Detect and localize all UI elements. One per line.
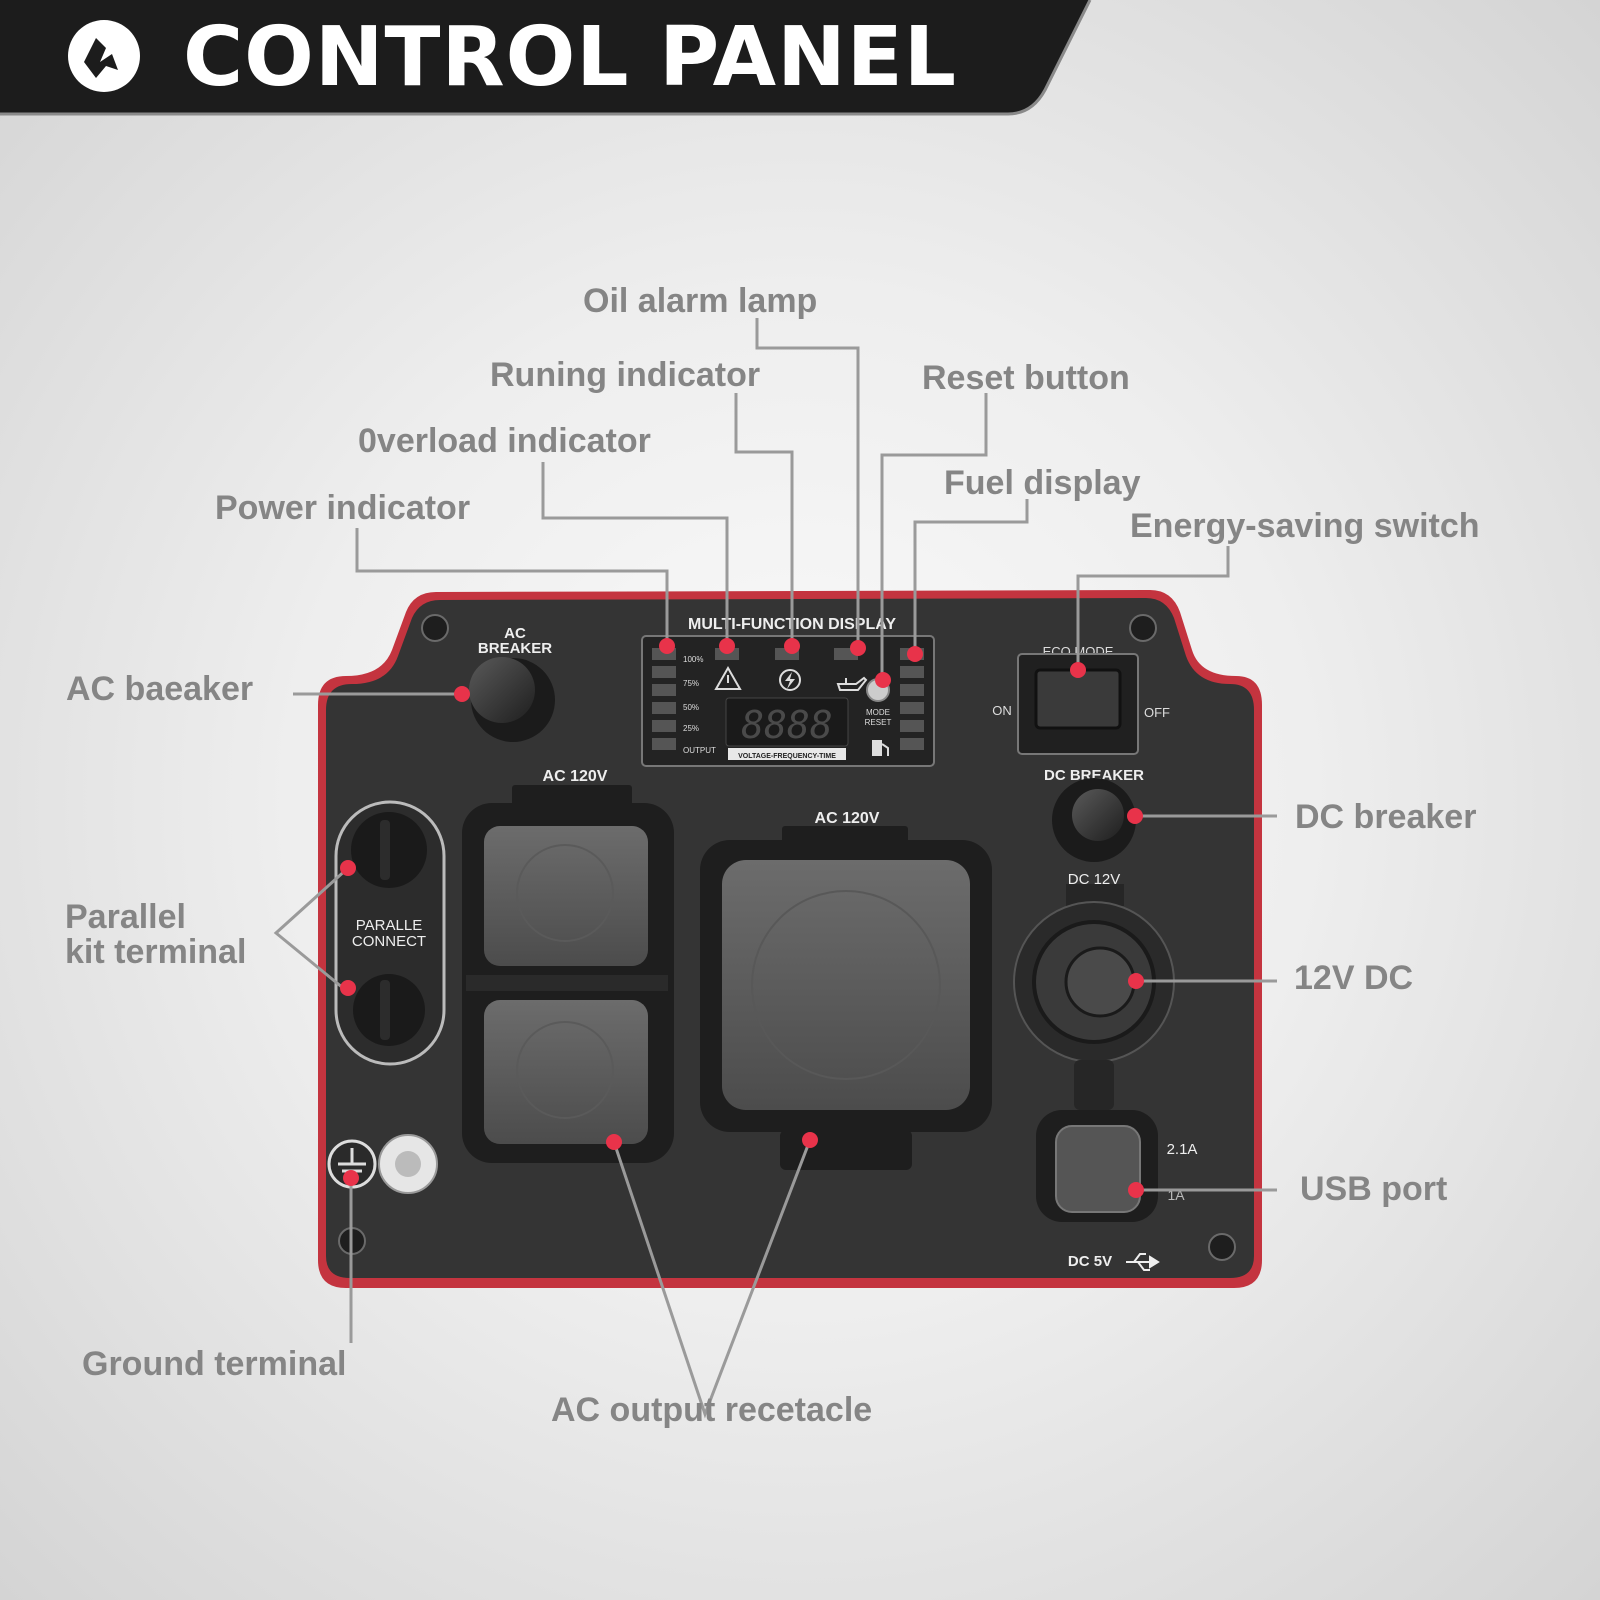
parallel-connect-module: [334, 800, 446, 1066]
page-title: CONTROL PANEL: [183, 10, 958, 105]
lightning-icon: [779, 669, 801, 691]
callout-running-indicator: Runing indicator: [490, 356, 761, 394]
callout-fuel-display: Fuel display: [944, 464, 1141, 502]
marker-dots: [340, 638, 1144, 1198]
callout-parallel-kit-terminal-line2: kit terminal: [65, 933, 247, 971]
display-load-75: 75%: [683, 679, 699, 688]
ac-outlet-right[interactable]: [700, 826, 992, 1170]
switch-on-label: ON: [992, 703, 1012, 718]
ac-120v-right-label: AC 120V: [815, 810, 880, 827]
ac-120v-left-label: AC 120V: [543, 768, 608, 785]
usb-icon: [1126, 1253, 1160, 1271]
display-load-25: 25%: [683, 724, 699, 733]
dc-12v-panel-label: DC 12V: [1068, 871, 1121, 888]
callout-energy-saving-switch: Energy-saving switch: [1130, 507, 1480, 545]
callout-reset-button: Reset button: [922, 359, 1130, 397]
callout-ground-terminal: Ground terminal: [82, 1345, 347, 1383]
callout-usb-port: USB port: [1300, 1170, 1448, 1208]
panel-screws: [338, 614, 1236, 1261]
callout-power-indicator: Power indicator: [215, 489, 471, 527]
brand-logo-icon: [68, 20, 140, 92]
display-load-100: 100%: [683, 655, 703, 664]
fuel-pump-icon: [872, 740, 889, 756]
callout-12v-dc: 12V DC: [1294, 959, 1414, 997]
display-load-50: 50%: [683, 703, 699, 712]
dc-5v-label: DC 5V: [1068, 1253, 1112, 1270]
usb-port[interactable]: [1036, 1110, 1158, 1222]
ac-breaker-knob[interactable]: [469, 657, 555, 742]
display-digits: 8888: [741, 703, 833, 747]
ac-breaker-label-2: BREAKER: [478, 640, 552, 657]
parallel-panel-label-1: PARALLE: [356, 917, 422, 934]
ac-breaker-label-1: AC: [504, 625, 526, 642]
oil-can-icon: [836, 676, 868, 691]
dc-breaker-panel-label: DC BREAKER: [1044, 767, 1144, 784]
leader-lines: [273, 318, 1277, 1419]
header-banner: CONTROL PANEL: [0, 0, 1110, 116]
parallel-panel-label-2: CONNECT: [352, 933, 426, 950]
display-output: OUTPUT: [683, 746, 716, 755]
ground-terminal-nut[interactable]: [378, 1134, 438, 1194]
header-background: [0, 0, 1092, 116]
load-level-bars: [652, 648, 676, 750]
display-bottom-label: VOLTAGE-FREQUENCY-TIME: [738, 753, 836, 760]
mode-reset-label-2: RESET: [865, 718, 892, 727]
switch-off-label: OFF: [1144, 705, 1170, 720]
callout-oil-alarm-lamp: Oil alarm lamp: [583, 282, 818, 320]
callout-ac-output-receptacle: AC output recetacle: [551, 1391, 873, 1429]
callout-dc-breaker: DC breaker: [1295, 798, 1477, 836]
warning-icon: [714, 665, 742, 690]
callout-ac-breaker: AC baeaker: [66, 670, 254, 708]
mode-reset-label-1: MODE: [866, 708, 890, 717]
ac-outlet-left[interactable]: [462, 785, 674, 1163]
usb-2-1a-label: 2.1A: [1167, 1141, 1198, 1158]
dc-breaker-knob[interactable]: [1052, 778, 1136, 862]
multi-function-display: [641, 635, 935, 767]
dc-12v-socket[interactable]: [1013, 884, 1175, 1110]
callout-parallel-kit-terminal-line1: Parallel: [65, 898, 186, 936]
callout-overload-indicator: 0verload indicator: [358, 422, 651, 460]
